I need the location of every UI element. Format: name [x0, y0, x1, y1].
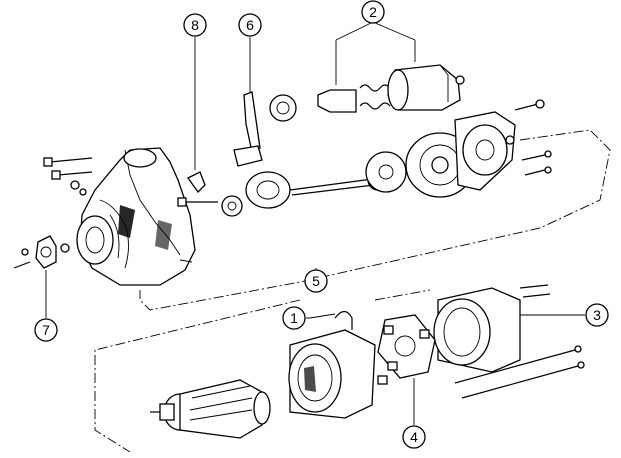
through-bolts: [454, 345, 585, 399]
bearing-cap-assembly: [13, 235, 70, 318]
pole-housing-shell: [433, 287, 585, 373]
callout-4-label: 4: [410, 429, 418, 445]
callout-8: 8: [183, 13, 207, 37]
callout-3: 3: [585, 303, 609, 327]
upper-assembly-boundary: [139, 129, 611, 311]
callout-6-label: 6: [246, 17, 254, 33]
callout-1-label: 1: [290, 310, 298, 326]
callout-7: 7: [34, 318, 58, 342]
armature: [150, 379, 271, 439]
field-frame: [288, 310, 376, 419]
callout-7-label: 7: [42, 322, 50, 338]
callout-2-label: 2: [369, 4, 377, 20]
callout-6: 6: [238, 13, 262, 37]
drive-end-housing: [76, 147, 196, 286]
solenoid-switch: [317, 21, 465, 113]
callout-8-label: 8: [191, 17, 199, 33]
callout-5-label: 5: [312, 273, 320, 289]
callout-3-label: 3: [593, 307, 601, 323]
commutator-end-plate: [405, 111, 516, 198]
brush-holder: [377, 314, 436, 425]
housing-bolts: [43, 157, 218, 207]
retaining-clip: [187, 37, 206, 194]
end-plate-bolts: [514, 99, 552, 298]
callout-4: 4: [402, 425, 426, 449]
pinion-drive: [221, 151, 407, 217]
callout-2: 2: [361, 0, 385, 24]
callout-5: 5: [304, 269, 328, 293]
engaging-lever: [233, 37, 297, 167]
lower-assembly-boundary: [94, 289, 431, 453]
callout-1: 1: [282, 306, 306, 330]
